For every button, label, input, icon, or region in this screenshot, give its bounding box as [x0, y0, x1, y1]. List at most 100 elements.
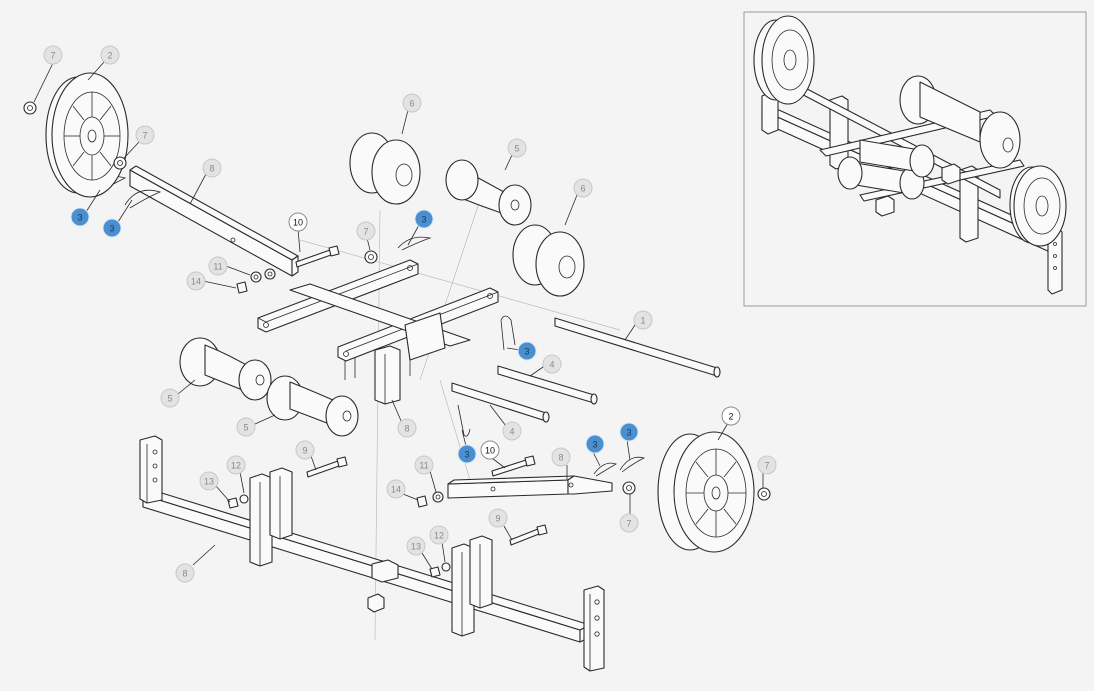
rod-4-lower [451, 382, 550, 423]
callout-label: 5 [243, 423, 248, 433]
callout-label: 12 [231, 461, 241, 471]
callout-label: 6 [580, 184, 585, 194]
callout-3: 3 [414, 209, 434, 229]
callout-label: 14 [191, 277, 201, 287]
callout-label: 2 [107, 51, 112, 61]
callout-13: 13 [199, 471, 219, 491]
callout-3: 3 [70, 207, 90, 227]
callout-label: 8 [558, 453, 563, 463]
callout-label: 3 [464, 450, 469, 460]
callout-circle [457, 444, 477, 464]
callout-circle [414, 455, 434, 475]
callout-3: 3 [585, 434, 605, 454]
callout-label: 6 [409, 99, 414, 109]
callout-label: 11 [419, 461, 428, 471]
inset-wheel-left [753, 15, 815, 105]
launch-wheel-right [657, 431, 771, 553]
callout-5: 5 [507, 138, 527, 158]
callout-9: 9 [295, 440, 315, 460]
bolt-10-right [491, 455, 536, 477]
rod-1 [554, 317, 721, 378]
keel-wheel-6-lower [512, 224, 585, 297]
callout-circle [429, 525, 449, 545]
callout-5: 5 [236, 417, 256, 437]
callout-7: 7 [757, 455, 777, 475]
callout-circle [135, 125, 155, 145]
callout-8: 8 [202, 158, 222, 178]
callout-circle [721, 406, 741, 426]
callout-circle [186, 271, 206, 291]
callout-10: 10 [480, 440, 500, 460]
callout-label: 10 [485, 446, 495, 456]
callout-label: 8 [209, 164, 214, 174]
callout-circle [517, 341, 537, 361]
callout-circle [208, 256, 228, 276]
callout-label: 7 [363, 227, 368, 237]
callout-label: 3 [592, 440, 597, 450]
washers-right [416, 481, 636, 508]
callout-12: 12 [429, 525, 449, 545]
callout-circle [480, 440, 500, 460]
bolt-9-left [306, 456, 348, 478]
callout-label: 7 [764, 461, 769, 471]
callout-circle [406, 536, 426, 556]
callout-circle [356, 221, 376, 241]
callout-label: 10 [293, 218, 303, 228]
callout-3: 3 [517, 341, 537, 361]
callout-circle [757, 455, 777, 475]
callout-circle [507, 138, 527, 158]
callout-circle [386, 479, 406, 499]
callout-label: 3 [524, 347, 529, 357]
callout-label: 3 [421, 215, 426, 225]
callout-circle [502, 421, 522, 441]
center-post [374, 345, 401, 405]
callout-label: 2 [728, 412, 733, 422]
keel-wheel-6-upper [349, 132, 421, 205]
leader-lines [33, 61, 764, 570]
callout-label: 4 [549, 360, 554, 370]
callout-4: 4 [542, 354, 562, 374]
callout-7: 7 [619, 513, 639, 533]
callout-9: 9 [488, 508, 508, 528]
callout-circle [202, 158, 222, 178]
roller-bracket [257, 259, 499, 380]
inset-rollers [837, 75, 1021, 200]
callout-label: 5 [167, 394, 172, 404]
callout-3: 3 [457, 444, 477, 464]
callout-label: 3 [626, 428, 631, 438]
callout-circle [542, 354, 562, 374]
callout-circle [236, 417, 256, 437]
callout-label: 9 [302, 446, 307, 456]
callout-circle [573, 178, 593, 198]
callout-7: 7 [356, 221, 376, 241]
callout-8: 8 [175, 563, 195, 583]
callout-label: 7 [142, 131, 147, 141]
nut-13-left [227, 494, 249, 509]
callout-8: 8 [551, 447, 571, 467]
callout-label: 1 [640, 316, 645, 326]
callout-label: 9 [495, 514, 500, 524]
bow-roller-left [179, 337, 272, 401]
callout-4: 4 [502, 421, 522, 441]
main-frame [139, 435, 605, 672]
callout-circle [551, 447, 571, 467]
callout-3: 3 [619, 422, 639, 442]
callout-circle [226, 455, 246, 475]
callout-1: 1 [633, 310, 653, 330]
launch-wheel-left [23, 72, 129, 198]
callout-circle [633, 310, 653, 330]
axle-arm-right [447, 475, 613, 499]
callout-6: 6 [402, 93, 422, 113]
callout-11: 11 [208, 256, 228, 276]
callout-circle [295, 440, 315, 460]
nut-13-right [429, 562, 451, 578]
callout-13: 13 [406, 536, 426, 556]
callout-circle [199, 471, 219, 491]
callout-label: 13 [204, 477, 214, 487]
callout-circle [397, 418, 417, 438]
callout-14: 14 [186, 271, 206, 291]
callout-label: 4 [509, 427, 514, 437]
callout-circle [102, 218, 122, 238]
callout-7: 7 [135, 125, 155, 145]
callout-11: 11 [414, 455, 434, 475]
